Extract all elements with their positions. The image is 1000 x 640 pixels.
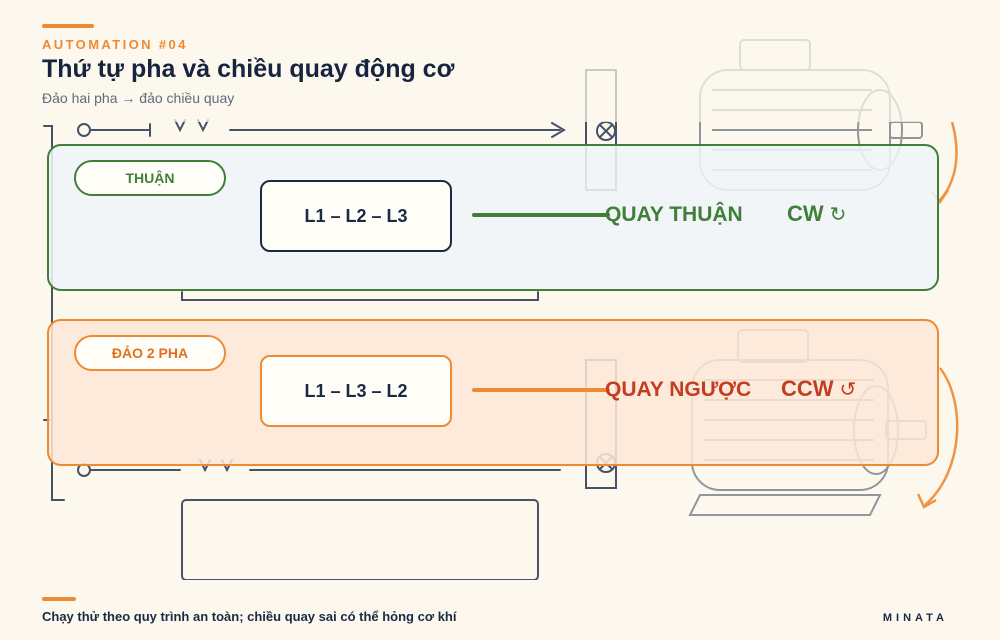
footer-note: Chạy thử theo quy trình an toàn; chiều q… <box>42 609 457 624</box>
rotate-clockwise-icon: ↻ <box>829 203 847 226</box>
reverse-direction: CCW ↺ <box>781 376 856 402</box>
forward-direction: CW ↻ <box>787 201 846 227</box>
reverse-direction-label: CCW <box>781 376 834 401</box>
page-title: Thứ tự pha và chiều quay động cơ <box>42 55 455 83</box>
forward-rotation-card: THUẬN L1 – L2 – L3 QUAY THUẬN CW ↻ <box>47 144 939 291</box>
reverse-rotation-card: ĐẢO 2 PHA L1 – L3 – L2 QUAY NGƯỢC CCW ↺ <box>47 319 939 466</box>
forward-phase-sequence: L1 – L2 – L3 <box>260 180 452 252</box>
page-subtitle: Đảo hai pha → đảo chiều quay <box>42 90 235 106</box>
reverse-tag: ĐẢO 2 PHA <box>74 335 226 371</box>
brand-logo-text: MINATA <box>882 612 948 624</box>
rotate-counterclockwise-icon: ↺ <box>839 378 857 401</box>
reverse-phase-sequence: L1 – L3 – L2 <box>260 355 452 427</box>
header-accent-bar <box>42 24 94 28</box>
reverse-result-label: QUAY NGƯỢC <box>605 378 752 401</box>
forward-direction-label: CW <box>787 201 824 226</box>
footer-accent-bar <box>42 597 76 601</box>
reverse-connector-line <box>472 388 610 392</box>
forward-connector-line <box>472 213 610 217</box>
forward-tag: THUẬN <box>74 160 226 196</box>
eyebrow-label: AUTOMATION #04 <box>42 37 188 52</box>
forward-result-label: QUAY THUẬN <box>605 203 743 226</box>
